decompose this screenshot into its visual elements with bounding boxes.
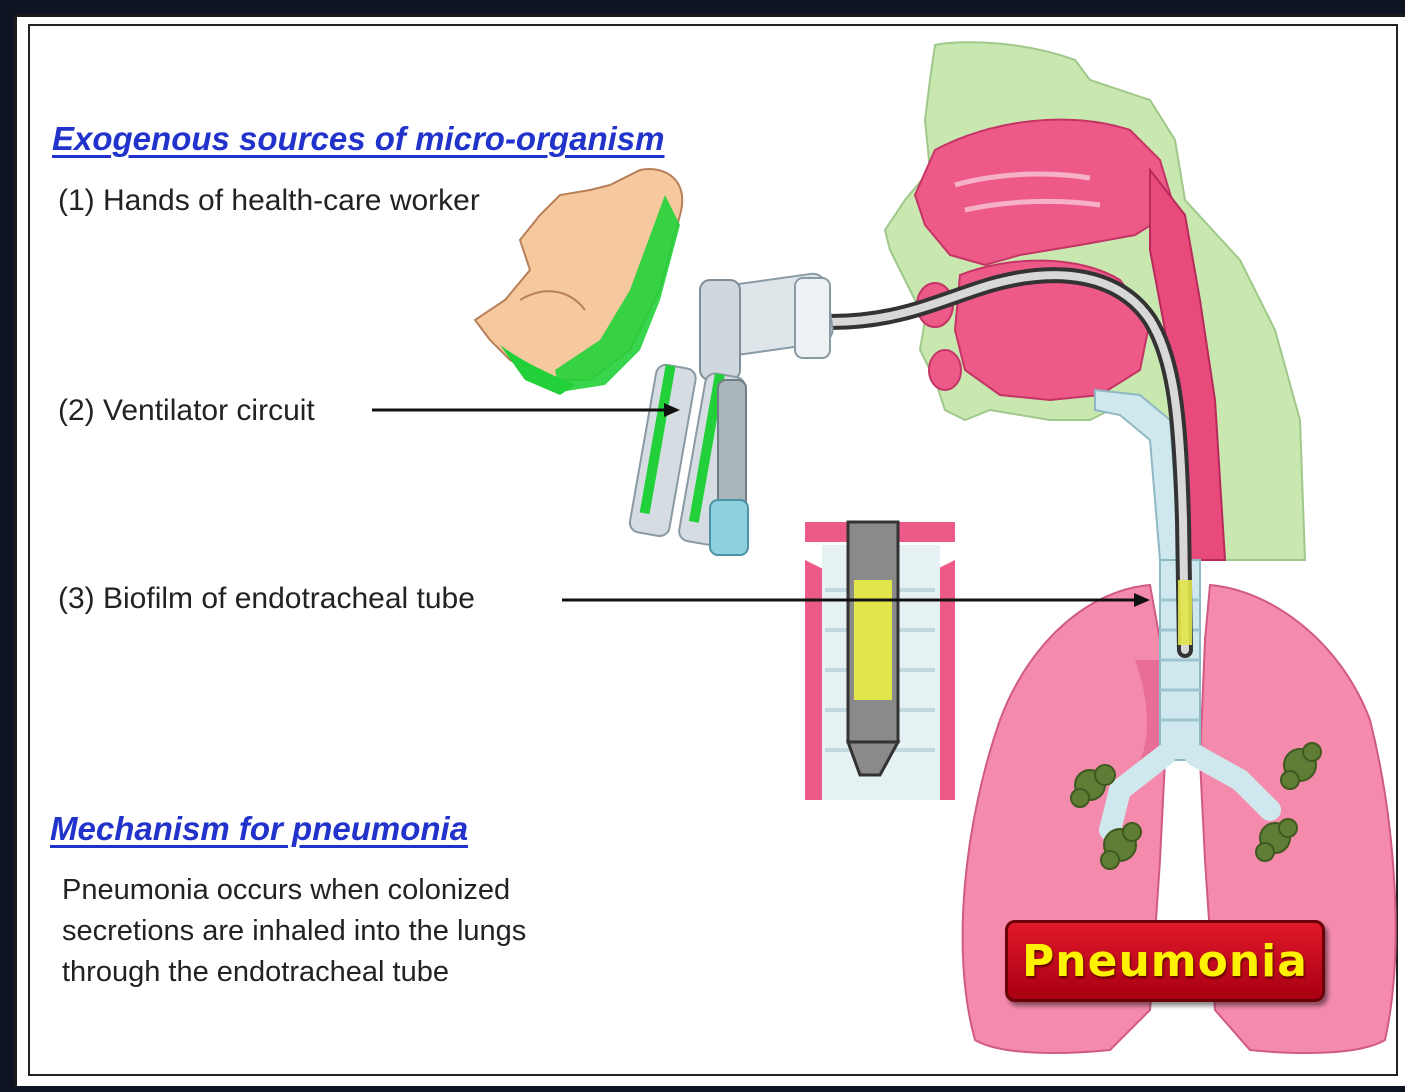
arrow-ventilator-circuit — [372, 403, 680, 417]
mechanism-line: Pneumonia occurs when colonized — [62, 870, 526, 911]
mechanism-description: Pneumonia occurs when colonized secretio… — [62, 870, 526, 993]
mechanism-heading: Mechanism for pneumonia — [50, 810, 468, 848]
mechanism-line: secretions are inhaled into the lungs — [62, 911, 526, 952]
hand-icon — [475, 169, 682, 395]
source-item-hands: (1) Hands of health-care worker — [58, 184, 480, 218]
source-item-ventilator: (2) Ventilator circuit — [58, 394, 315, 428]
mechanism-line: through the endotracheal tube — [62, 952, 526, 993]
pneumonia-label: Pneumonia — [1005, 920, 1325, 1002]
ventilator-circuit-icon — [628, 272, 834, 555]
exogenous-heading: Exogenous sources of micro-organism — [52, 120, 664, 158]
source-item-biofilm: (3) Biofilm of endotracheal tube — [58, 582, 475, 616]
endotracheal-tube-detail-icon — [805, 522, 955, 800]
